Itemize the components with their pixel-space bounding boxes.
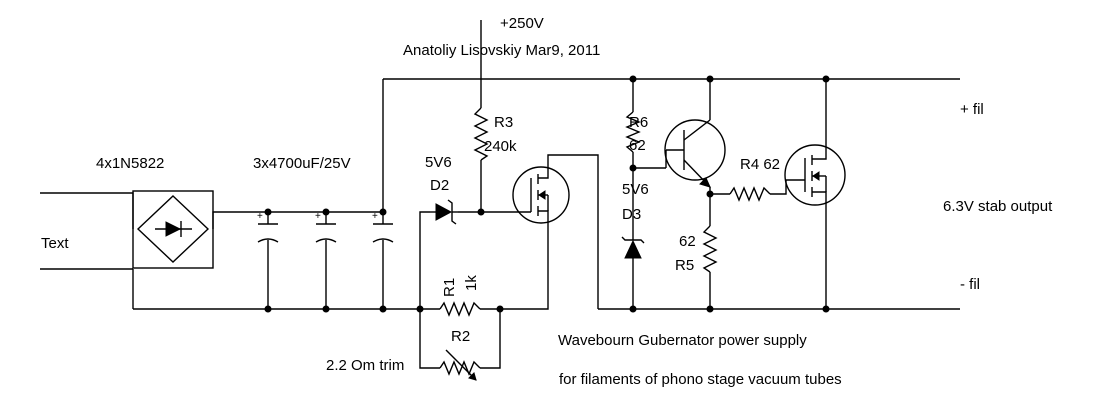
trim-label: 2.2 Om trim xyxy=(326,357,404,374)
capacitors-label: 3x4700uF/25V xyxy=(253,155,351,172)
supply-voltage-label: +250V xyxy=(500,15,544,32)
resistor-r2-trim xyxy=(439,349,481,381)
bridge-label: 4x1N5822 xyxy=(96,155,164,172)
stab-output-label: 6.3V stab output xyxy=(943,198,1053,215)
r4-label: R4 62 xyxy=(740,156,780,173)
wires xyxy=(40,20,960,369)
capacitor-1 xyxy=(257,223,279,243)
r2-name-label: R2 xyxy=(451,328,470,345)
bjt-transistor xyxy=(664,119,726,188)
zener-d2 xyxy=(430,199,458,225)
d2-value-label: 5V6 xyxy=(425,154,452,171)
r6-value-label: 62 xyxy=(629,137,646,154)
bridge-rectifier xyxy=(132,190,214,269)
resistor-r1 xyxy=(439,301,481,317)
resistor-r4 xyxy=(729,186,771,202)
caption-line-1: Wavebourn Gubernator power supply xyxy=(558,332,807,349)
r1-name-label: R1 xyxy=(441,278,458,297)
d2-name-label: D2 xyxy=(430,177,449,194)
r5-name-label: R5 xyxy=(675,257,694,274)
r6-name-label: R6 xyxy=(629,114,648,131)
caption-line-2: for filaments of phono stage vacuum tube… xyxy=(559,371,842,388)
capacitor-3 xyxy=(372,223,394,243)
resistor-r6 xyxy=(625,111,641,153)
cap1-plus: + xyxy=(257,211,263,222)
capacitor-2 xyxy=(315,223,337,243)
r1-value-label: 1k xyxy=(463,275,480,291)
mosfet-q1 xyxy=(512,166,570,224)
r5-value-label: 62 xyxy=(679,233,696,250)
cap2-plus: + xyxy=(315,211,321,222)
resistor-r5 xyxy=(702,225,718,273)
junction-dots xyxy=(264,75,830,313)
r3-value-label: 240k xyxy=(484,138,517,155)
plus-fil-label: + fil xyxy=(960,101,984,118)
r3-name-label: R3 xyxy=(494,114,513,131)
input-text-label: Text xyxy=(41,235,69,252)
zener-d3 xyxy=(621,230,645,268)
d3-name-label: D3 xyxy=(622,206,641,223)
author-label: Anatoliy Lisovskiy Mar9, 2011 xyxy=(403,42,600,59)
minus-fil-label: - fil xyxy=(960,276,980,293)
cap3-plus: + xyxy=(372,211,378,222)
resistor-r3 xyxy=(473,107,489,161)
d3-value-label: 5V6 xyxy=(622,181,649,198)
mosfet-q2 xyxy=(784,144,846,206)
